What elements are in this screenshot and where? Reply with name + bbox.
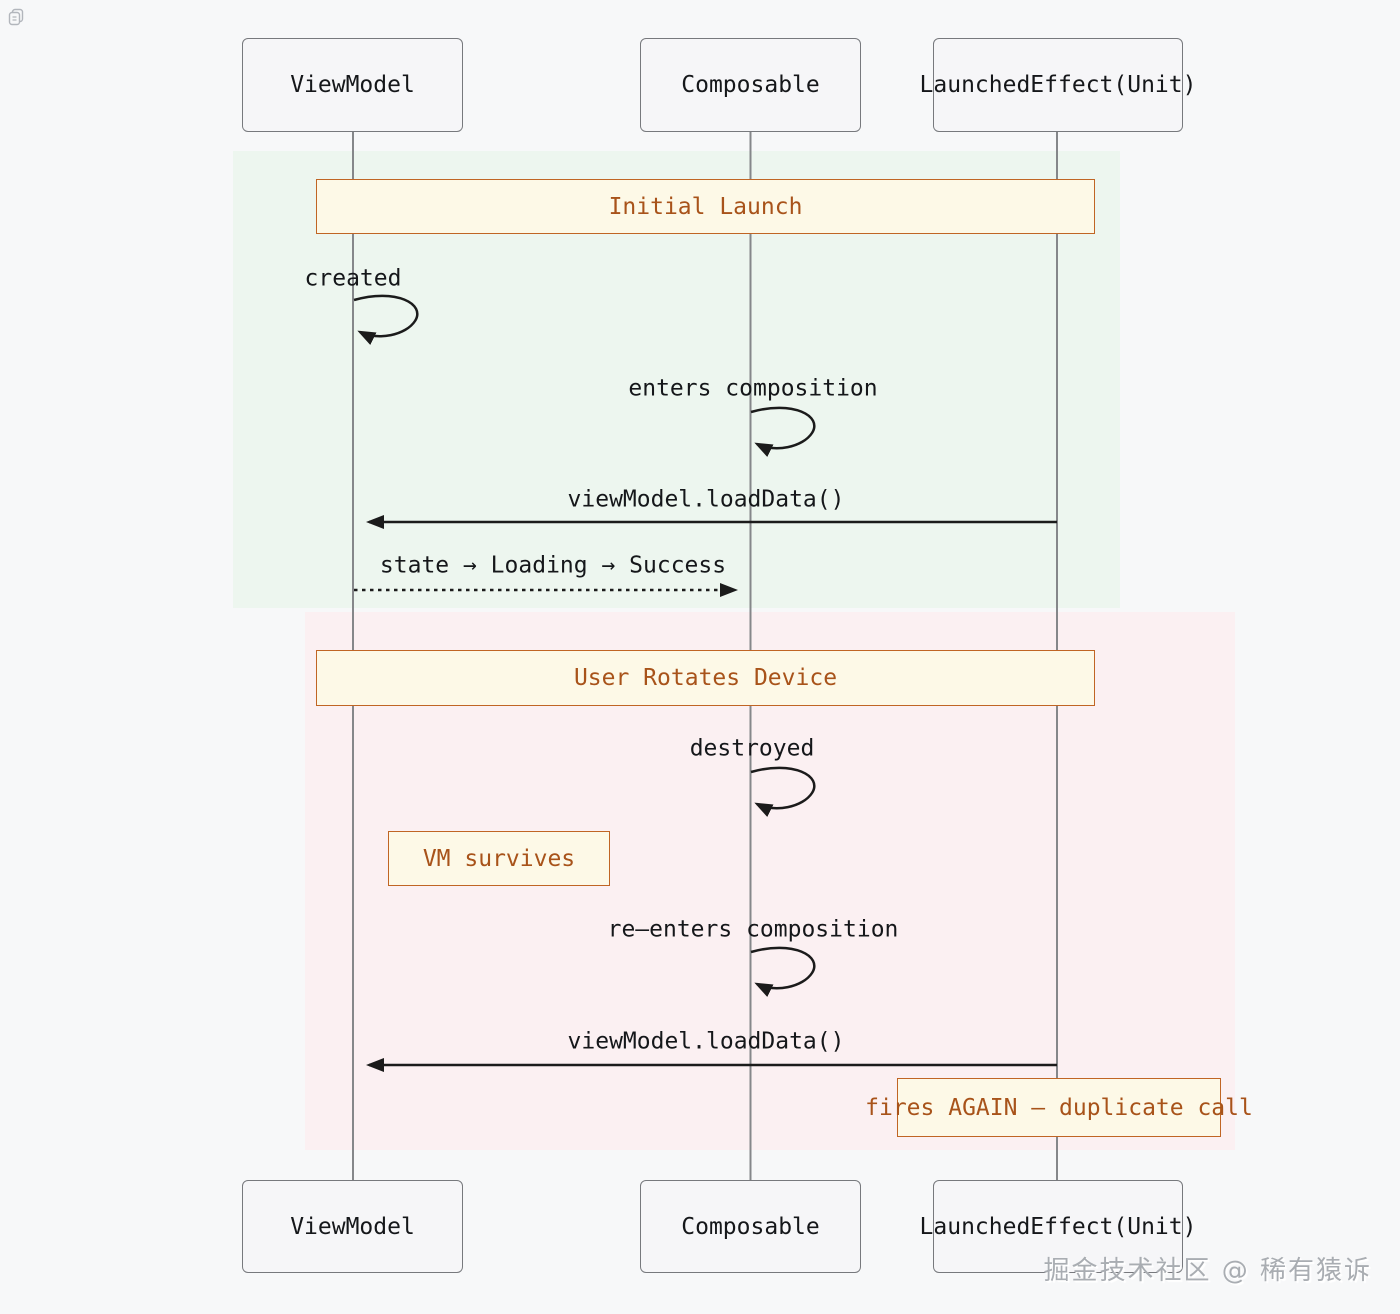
copy-icon[interactable] <box>8 8 24 26</box>
actor-label: LaunchedEffect(Unit) <box>919 72 1197 98</box>
note-vm-survives: VM survives <box>388 831 610 886</box>
actor-label: Composable <box>681 72 820 98</box>
section-banner-user-rotates: User Rotates Device <box>316 650 1095 706</box>
actor-viewmodel-top: ViewModel <box>242 38 463 132</box>
message-state-transition: state → Loading → Success <box>379 552 727 579</box>
actor-label: ViewModel <box>290 1213 415 1240</box>
message-created: created <box>304 265 402 292</box>
section-banner-label: Initial Launch <box>608 193 803 220</box>
actor-composable-top: Composable <box>640 38 861 132</box>
actor-launchedeffect-top: LaunchedEffect(Unit) <box>920 38 1196 132</box>
note-label: VM survives <box>422 845 576 872</box>
message-loaddata-2: viewModel.loadData() <box>567 1028 845 1055</box>
message-enters-composition: enters composition <box>628 375 878 402</box>
note-label: fires AGAIN — duplicate call <box>865 1094 1253 1121</box>
actor-launchedeffect-bottom: LaunchedEffect(Unit) <box>920 1180 1196 1273</box>
actor-label: ViewModel <box>290 72 415 98</box>
section-banner-label: User Rotates Device <box>573 665 838 691</box>
actor-viewmodel-bottom: ViewModel <box>242 1180 463 1273</box>
message-loaddata-1: viewModel.loadData() <box>567 486 845 513</box>
actor-label: LaunchedEffect(Unit) <box>919 1213 1197 1240</box>
section-banner-initial-launch: Initial Launch <box>316 179 1095 234</box>
watermark: 掘金技术社区 @ 稀有猿诉 <box>1043 1256 1372 1286</box>
message-destroyed: destroyed <box>689 735 815 762</box>
actor-composable-bottom: Composable <box>640 1180 861 1273</box>
message-re-enters: re–enters composition <box>607 916 899 943</box>
actor-label: Composable <box>681 1213 820 1240</box>
note-fires-again: fires AGAIN — duplicate call <box>865 1078 1253 1137</box>
